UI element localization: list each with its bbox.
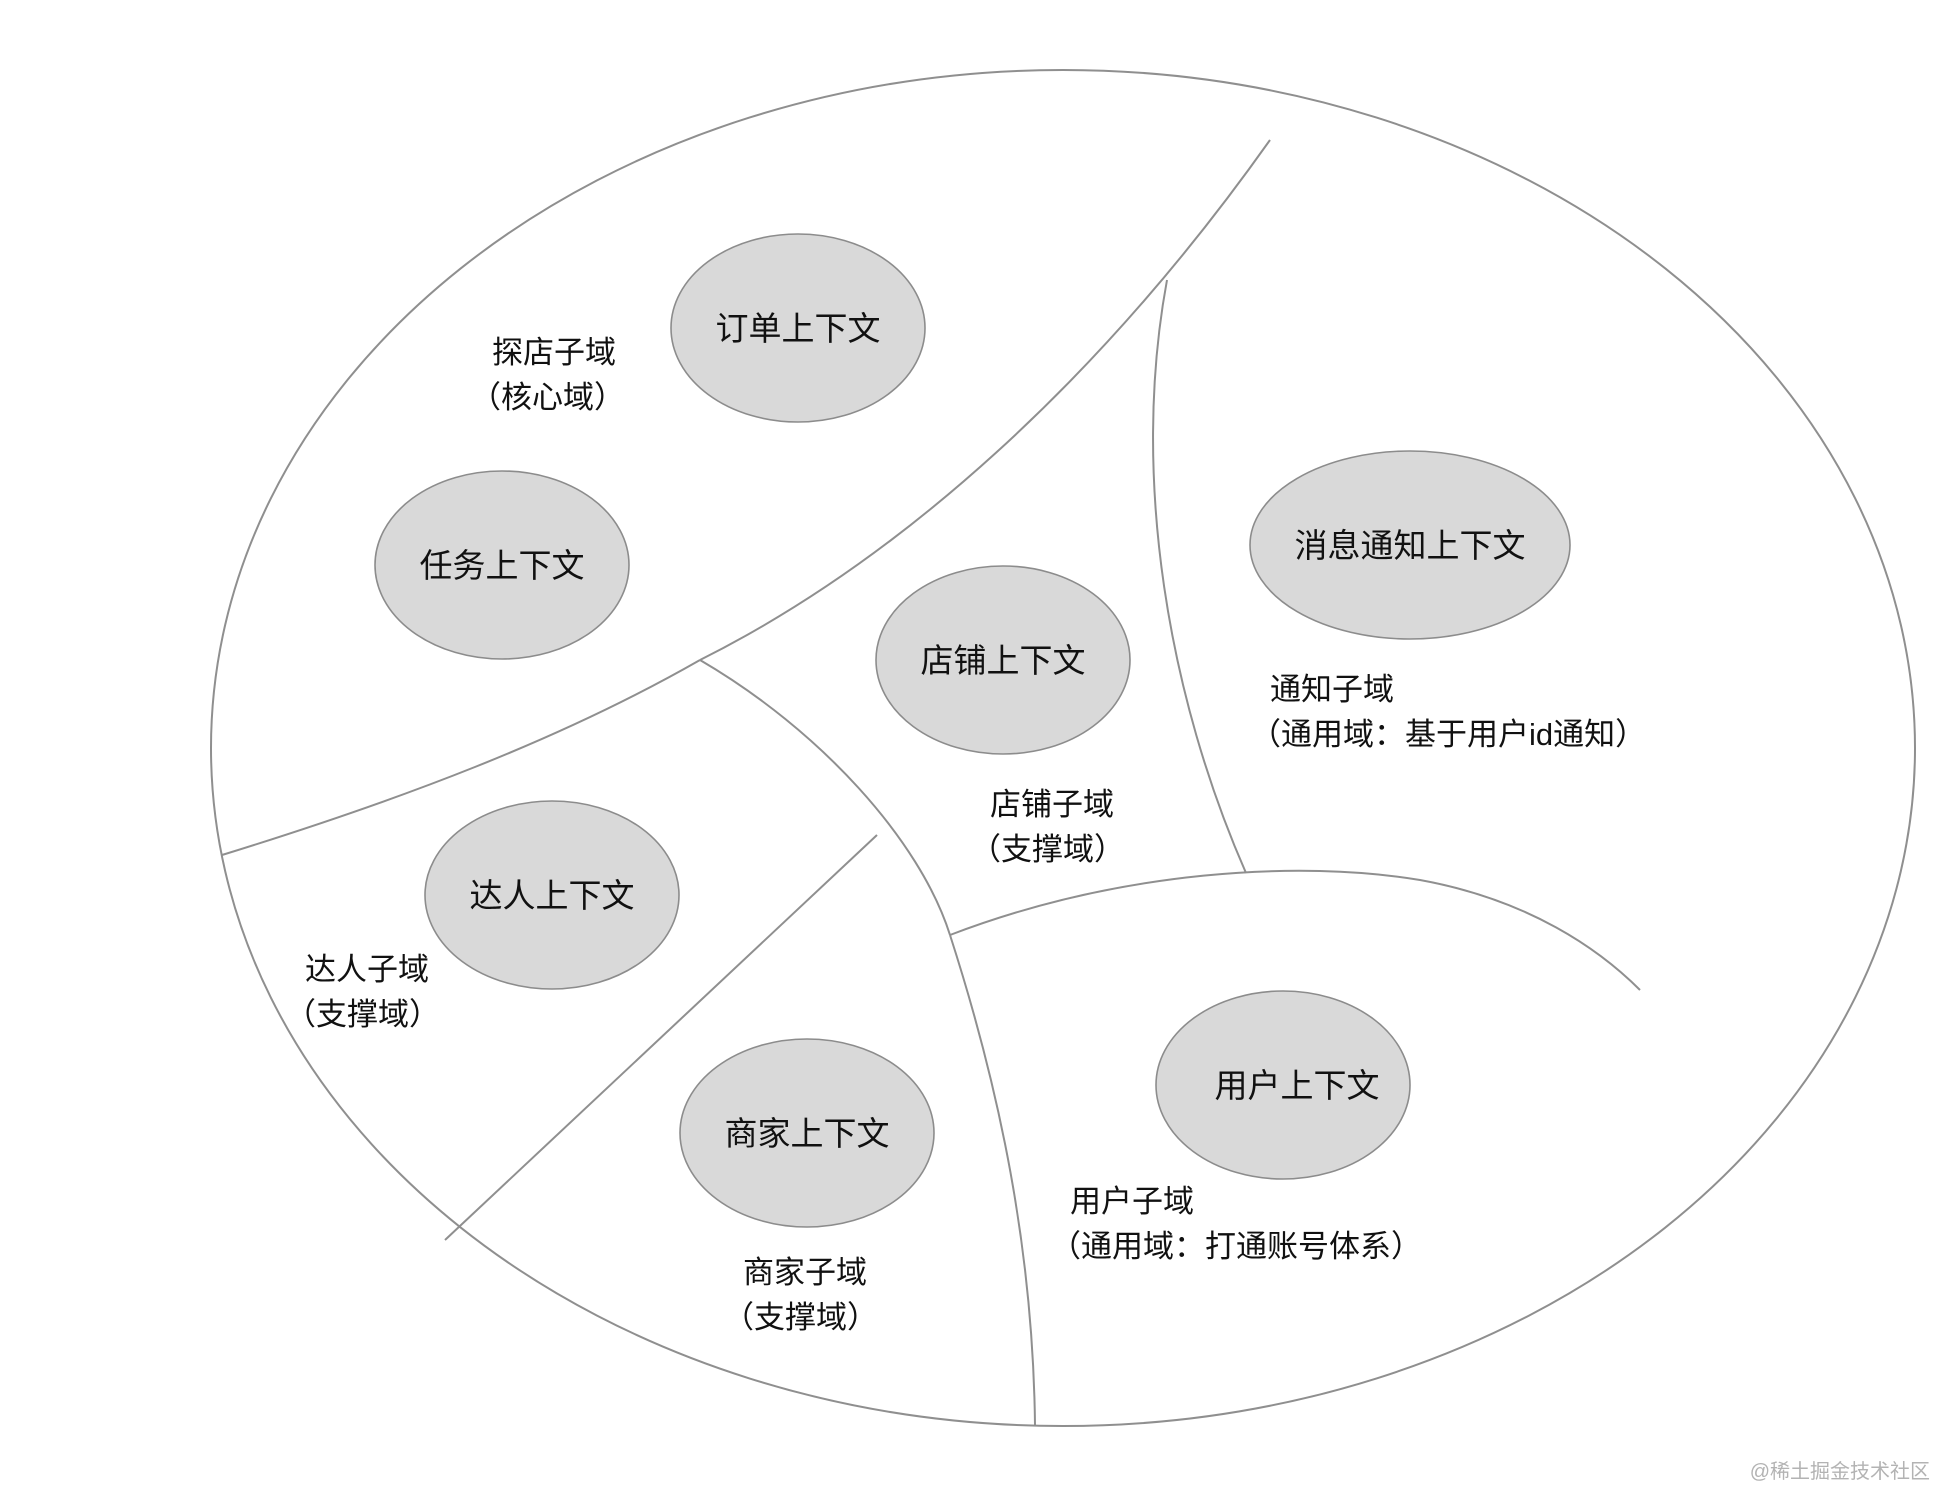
subdomain-name: 达人子域 (305, 952, 429, 987)
boundary-merchant-user (949, 934, 1036, 1426)
context-ellipse (670, 233, 926, 423)
subdomain-type: （核心域） (470, 380, 625, 415)
subdomain-name: 店铺子域 (990, 787, 1114, 822)
subdomain-type: （支撑域） (970, 832, 1125, 867)
boundary-core-lower (221, 659, 701, 856)
subdomain-name: 商家子域 (743, 1255, 867, 1290)
subdomain-type: （支撑域） (285, 997, 440, 1032)
subdomain-shop-label: 店铺子域 （支撑域） (970, 787, 1125, 867)
boundary-core-upper (699, 139, 1271, 661)
context-ellipse (424, 800, 680, 990)
context-influencer: 达人上下文 (424, 800, 680, 990)
boundary-influencer-merchant (444, 834, 878, 1241)
boundary-user-top (949, 869, 1641, 991)
subdomain-merchant-label: 商家子域 （支撑域） (723, 1255, 878, 1335)
context-ellipse (679, 1038, 935, 1228)
context-label: 商家上下文 (725, 1115, 890, 1152)
boundary-shop-left (699, 659, 951, 936)
context-label: 订单上下文 (716, 310, 881, 347)
context-ellipse (1155, 990, 1411, 1180)
context-ellipse (1249, 450, 1571, 640)
subdomain-notify-label: 通知子域 （通用域：基于用户id通知） (1250, 672, 1646, 752)
watermark: @稀土掘金技术社区 (1750, 1460, 1930, 1483)
subdomain-influencer-label: 达人子域 （支撑域） (285, 952, 440, 1032)
subdomain-name: 用户子域 (1070, 1184, 1194, 1219)
context-user: 用户上下文 (1155, 990, 1411, 1180)
subdomain-type: （通用域：基于用户id通知） (1250, 717, 1646, 752)
subdomain-type: （支撑域） (723, 1300, 878, 1335)
context-task: 任务上下文 (374, 470, 630, 660)
context-ellipse (374, 470, 630, 660)
subdomain-name: 通知子域 (1270, 672, 1394, 707)
subdomain-user-label: 用户子域 （通用域：打通账号体系） (1050, 1184, 1422, 1264)
context-label: 消息通知上下文 (1295, 527, 1526, 564)
subdomain-type: （通用域：打通账号体系） (1050, 1229, 1422, 1264)
subdomain-name: 探店子域 (492, 335, 616, 370)
context-merchant: 商家上下文 (679, 1038, 935, 1228)
context-shop: 店铺上下文 (875, 565, 1131, 755)
context-label: 店铺上下文 (921, 642, 1086, 679)
context-message: 消息通知上下文 (1249, 450, 1571, 640)
context-label: 达人上下文 (470, 877, 635, 914)
subdomain-tandian-label: 探店子域 （核心域） (470, 335, 625, 415)
context-label: 用户上下文 (1215, 1067, 1380, 1104)
context-ellipse (875, 565, 1131, 755)
context-order: 订单上下文 (670, 233, 926, 423)
boundary-shop-notify (1152, 279, 1247, 874)
context-label: 任务上下文 (420, 547, 585, 584)
outer-domain-circle (210, 69, 1916, 1427)
